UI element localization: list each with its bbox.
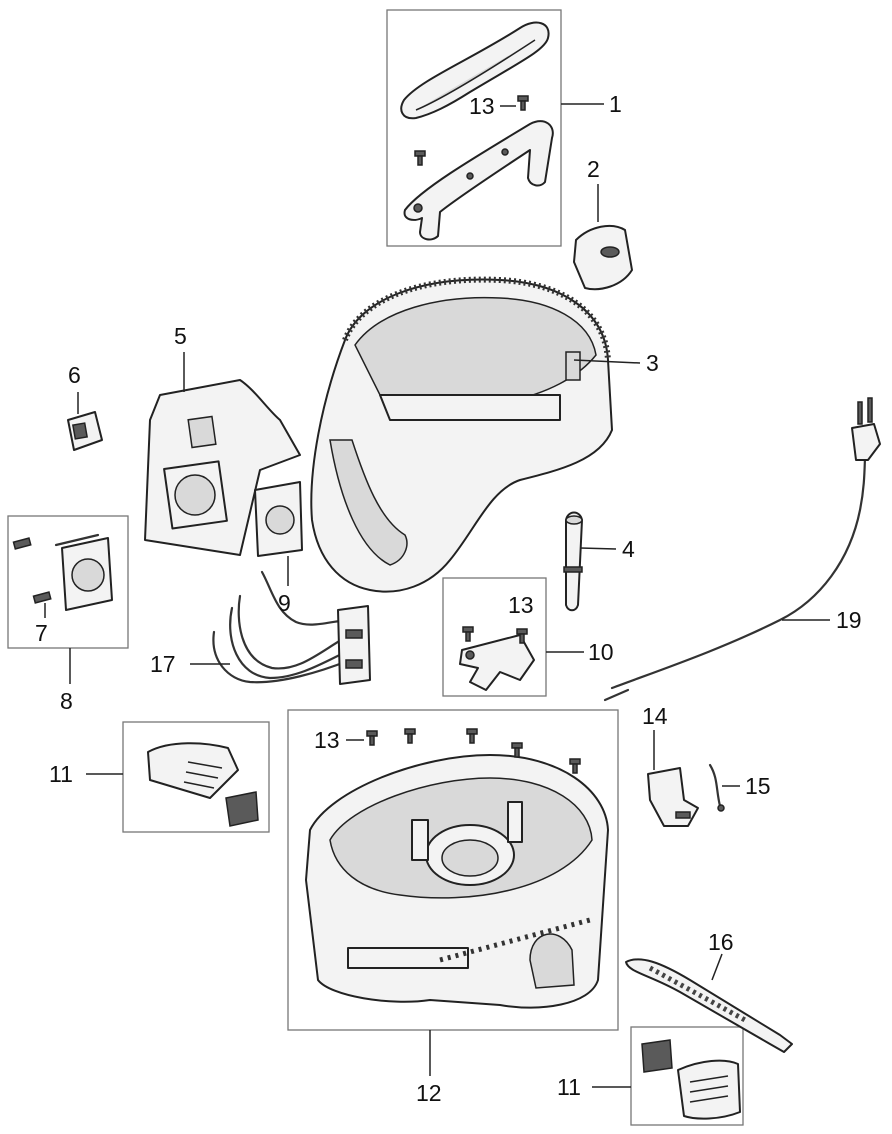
handle-screw-upper (517, 95, 529, 111)
power-socket (54, 533, 113, 611)
callout-4: 4 (622, 536, 635, 562)
base-screw-4 (511, 742, 523, 758)
filter-cover-top (147, 742, 239, 799)
handle-screw-lower (414, 150, 426, 166)
base-screw-5 (569, 758, 581, 774)
callout-15: 15 (745, 773, 771, 799)
pressure-bracket (459, 634, 535, 691)
handle-frame (403, 120, 554, 241)
callout-2: 2 (587, 156, 600, 182)
callout-19: 19 (836, 607, 862, 633)
callout-3: 3 (646, 350, 659, 376)
filter-cover-bottom (677, 1059, 741, 1120)
callout-7: 7 (35, 620, 48, 646)
socket-screw-lower (32, 591, 52, 604)
callout-5: 5 (174, 323, 187, 349)
socket-gasket (254, 481, 303, 557)
filter-clip-top (225, 791, 259, 827)
cable-hook-strip (625, 958, 793, 1053)
base-screw-1 (366, 730, 378, 746)
callout-8: 8 (60, 688, 73, 714)
socket-screw-upper (12, 537, 32, 550)
frame-base-assembly (287, 709, 619, 1031)
upper-housing (310, 276, 613, 593)
rocker-switch (67, 411, 103, 451)
frame-cover-assembly-bottom (630, 1026, 744, 1126)
base-screw-3 (466, 728, 478, 744)
frame-socket-assembly (7, 515, 129, 649)
callout-11-bottom: 11 (557, 1074, 581, 1100)
callout-13-bracket: 13 (508, 592, 534, 618)
bracket-screw-left (462, 626, 474, 642)
frame-bracket-assembly (442, 577, 547, 697)
bracket-screw-right (516, 628, 528, 644)
callout-12: 12 (416, 1080, 442, 1106)
handle-grip (400, 21, 550, 120)
hose-connector-rod (563, 511, 583, 612)
button-cap (573, 224, 633, 291)
spring-clip (708, 763, 725, 812)
base-housing (305, 754, 609, 1009)
callout-13-top: 13 (469, 93, 495, 119)
callout-14: 14 (642, 703, 668, 729)
callout-13-base: 13 (314, 727, 340, 753)
callout-16: 16 (708, 929, 734, 955)
control-panel-cover (144, 379, 301, 556)
callout-1: 1 (609, 91, 622, 117)
power-cord (603, 397, 881, 702)
leader-3 (573, 359, 641, 364)
callout-17: 17 (150, 651, 176, 677)
leader-16 (711, 953, 723, 981)
frame-cover-assembly-top (122, 721, 270, 833)
callout-10: 10 (588, 639, 614, 665)
wiring-harness (212, 570, 371, 685)
filter-clip-bottom (641, 1039, 673, 1073)
base-screw-2 (404, 728, 416, 744)
leader-4 (579, 547, 617, 550)
callout-9: 9 (278, 590, 291, 616)
frame-handle-assembly (386, 9, 562, 247)
cable-clamp (647, 767, 699, 827)
callout-11-top: 11 (49, 761, 73, 787)
callout-6: 6 (68, 362, 81, 388)
